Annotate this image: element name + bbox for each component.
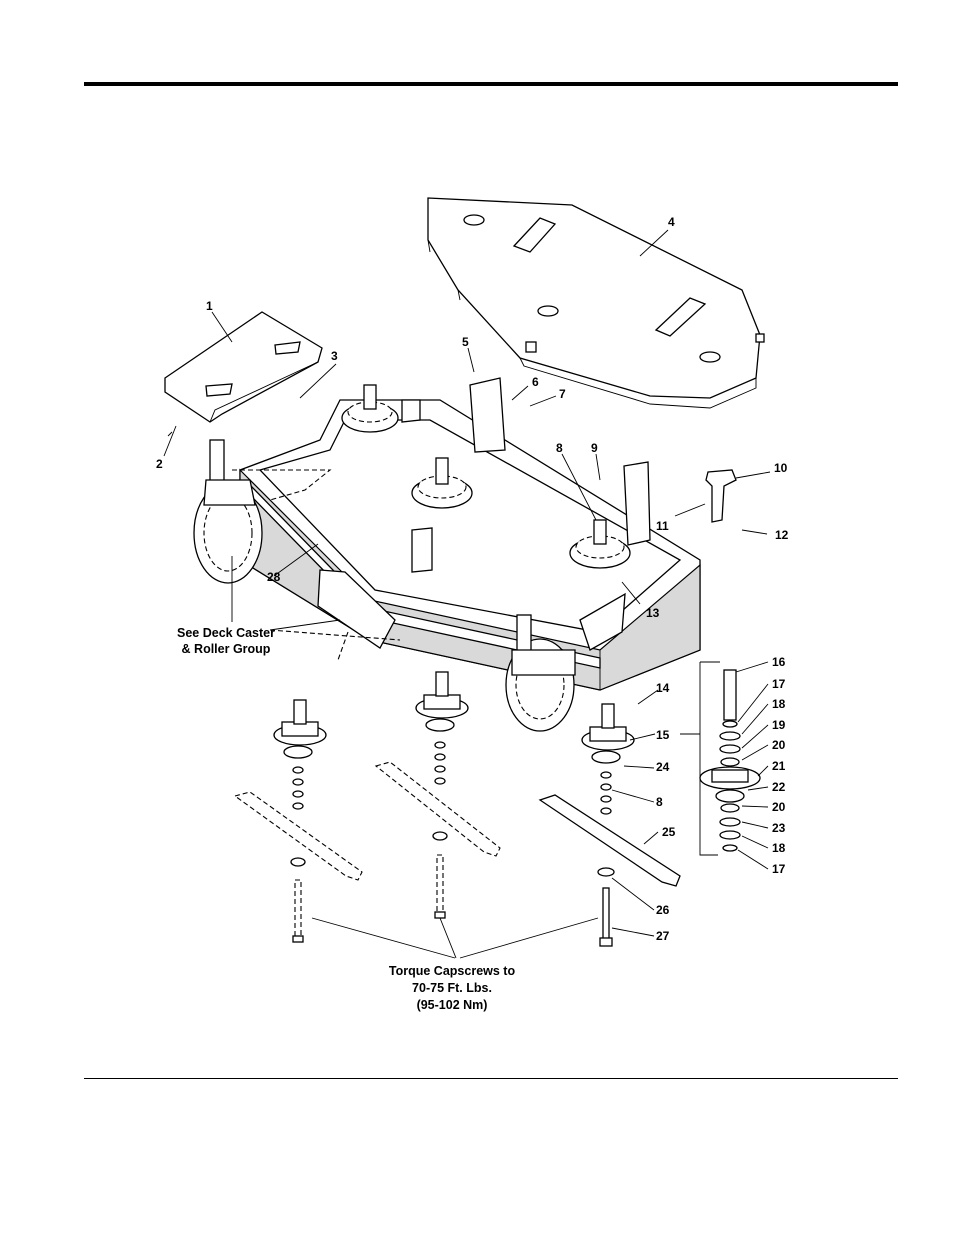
callout-7: 7: [559, 387, 566, 401]
callout-21: 21: [772, 759, 786, 773]
callout-17-upper: 17: [772, 677, 786, 691]
spindle-assembly-center: [416, 672, 468, 731]
callout-23: 23: [772, 821, 786, 835]
belt-shield-left: [165, 312, 322, 422]
latch-handle: [706, 470, 736, 522]
callout-17-lower: 17: [772, 862, 786, 876]
callout-20-lower: 20: [772, 800, 786, 814]
callout-12: 12: [775, 528, 789, 542]
caster-wheel-left: [194, 440, 262, 583]
torque-note: Torque Capscrews to 70-75 Ft. Lbs. (95-1…: [389, 964, 516, 1012]
callout-15: 15: [656, 728, 670, 742]
callout-3: 3: [331, 349, 338, 363]
callout-4: 4: [668, 215, 675, 229]
callout-5: 5: [462, 335, 469, 349]
callout-8-upper: 8: [556, 441, 563, 455]
callout-8-lower: 8: [656, 795, 663, 809]
torque-note-line2: 70-75 Ft. Lbs.: [412, 981, 492, 995]
spindle-assembly-right: [582, 704, 634, 763]
callout-9: 9: [591, 441, 598, 455]
callout-18-lower: 18: [772, 841, 786, 855]
caster-note: See Deck Caster & Roller Group: [177, 626, 275, 656]
spindle-exploded-detail: [700, 662, 760, 855]
callout-13: 13: [646, 606, 660, 620]
callout-6: 6: [532, 375, 539, 389]
callout-16: 16: [772, 655, 786, 669]
caster-note-line1: See Deck Caster: [177, 626, 275, 640]
callout-20-upper: 20: [772, 738, 786, 752]
callout-22: 22: [772, 780, 786, 794]
capscrew-center: [433, 832, 447, 918]
callout-1: 1: [206, 299, 213, 313]
callout-25: 25: [662, 825, 676, 839]
deck-cover: [428, 198, 764, 408]
callout-14: 14: [656, 681, 670, 695]
mower-deck-housing: [240, 400, 700, 690]
callout-19: 19: [772, 718, 786, 732]
callout-28: 28: [267, 570, 281, 584]
callout-26: 26: [656, 903, 670, 917]
capscrew-left: [291, 858, 305, 942]
callout-27: 27: [656, 929, 670, 943]
callout-18-upper: 18: [772, 697, 786, 711]
spindle-assembly-left: [274, 700, 326, 758]
torque-note-line3: (95-102 Nm): [417, 998, 488, 1012]
pulley-left: [342, 385, 398, 432]
callout-10: 10: [774, 461, 788, 475]
caster-note-line2: & Roller Group: [182, 642, 271, 656]
capscrew-right: [598, 868, 614, 946]
callout-24: 24: [656, 760, 670, 774]
blade-center: [376, 762, 500, 856]
callout-11: 11: [656, 519, 669, 533]
torque-note-line1: Torque Capscrews to: [389, 964, 516, 978]
callout-2: 2: [156, 457, 163, 471]
